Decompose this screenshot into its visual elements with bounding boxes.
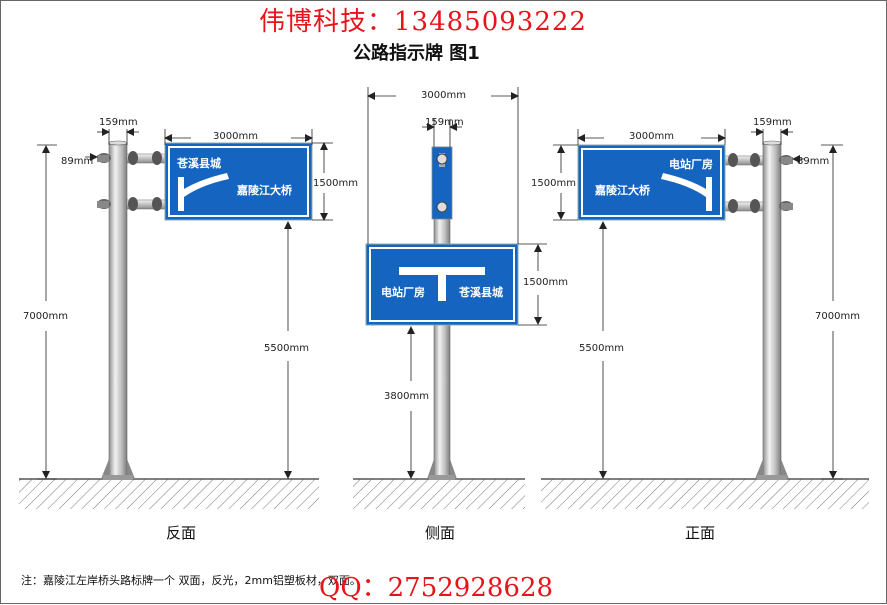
right-arms bbox=[724, 153, 793, 213]
middle-sign-arrow bbox=[399, 267, 485, 301]
left-clear-height-label: 5500mm bbox=[264, 343, 309, 354]
left-sign-board bbox=[164, 142, 313, 221]
middle-clear-height-label: 3800mm bbox=[384, 391, 429, 402]
right-pole-diameter-label: 159mm bbox=[753, 117, 792, 128]
footer-note: 注：嘉陵江左岸桥头路标牌一个 双面，反光，2mm铝塑板材，双面。 bbox=[21, 574, 361, 587]
right-sign-top-text: 电站厂房 bbox=[669, 158, 713, 171]
right-sign-height-label: 1500mm bbox=[531, 178, 576, 189]
right-total-height-label: 7000mm bbox=[815, 311, 860, 322]
left-arm-gap-label: 89mm bbox=[61, 156, 94, 167]
left-arms bbox=[97, 151, 166, 211]
ground-right bbox=[541, 478, 869, 509]
left-sign-height-label: 1500mm bbox=[313, 178, 358, 189]
ground-left bbox=[19, 478, 319, 509]
left-pole-diameter-label: 159mm bbox=[99, 117, 138, 128]
middle-sign-left-text: 电站厂房 bbox=[381, 286, 425, 299]
middle-sign-width-label: 3000mm bbox=[421, 90, 466, 101]
right-sign-bottom-text: 嘉陵江大桥 bbox=[595, 184, 650, 197]
ground-middle bbox=[353, 478, 525, 509]
left-total-height-label: 7000mm bbox=[23, 311, 68, 322]
view-label-back: 反面 bbox=[166, 524, 197, 542]
view-label-front: 正面 bbox=[685, 524, 716, 542]
left-pole bbox=[101, 140, 135, 480]
dimension-lines bbox=[37, 87, 843, 480]
left-sign-top-text: 苍溪县城 bbox=[177, 157, 221, 170]
view-label-side: 侧面 bbox=[425, 524, 456, 542]
right-sign-board bbox=[577, 144, 726, 221]
right-clear-height-label: 5500mm bbox=[579, 343, 624, 354]
diagram-title: 公路指示牌 图1 bbox=[353, 43, 480, 64]
company-contact: 伟博科技：13485093222 bbox=[259, 7, 587, 37]
middle-sign-board bbox=[365, 243, 519, 326]
left-sign-width-label: 3000mm bbox=[213, 131, 258, 142]
right-sign-arrow bbox=[661, 173, 712, 211]
left-sign-arrow bbox=[178, 173, 229, 211]
middle-pole-diameter-label: 159mm bbox=[425, 117, 464, 128]
qq-contact: QQ：2752928628 bbox=[319, 573, 554, 603]
left-sign-bottom-text: 嘉陵江大桥 bbox=[237, 184, 292, 197]
middle-sign-right-text: 苍溪县城 bbox=[459, 286, 503, 299]
right-sign-width-label: 3000mm bbox=[629, 131, 674, 142]
middle-sign-height-label: 1500mm bbox=[523, 277, 568, 288]
middle-edge-board bbox=[431, 146, 453, 220]
right-arm-gap-label: 89mm bbox=[797, 156, 830, 167]
right-pole bbox=[755, 140, 789, 480]
